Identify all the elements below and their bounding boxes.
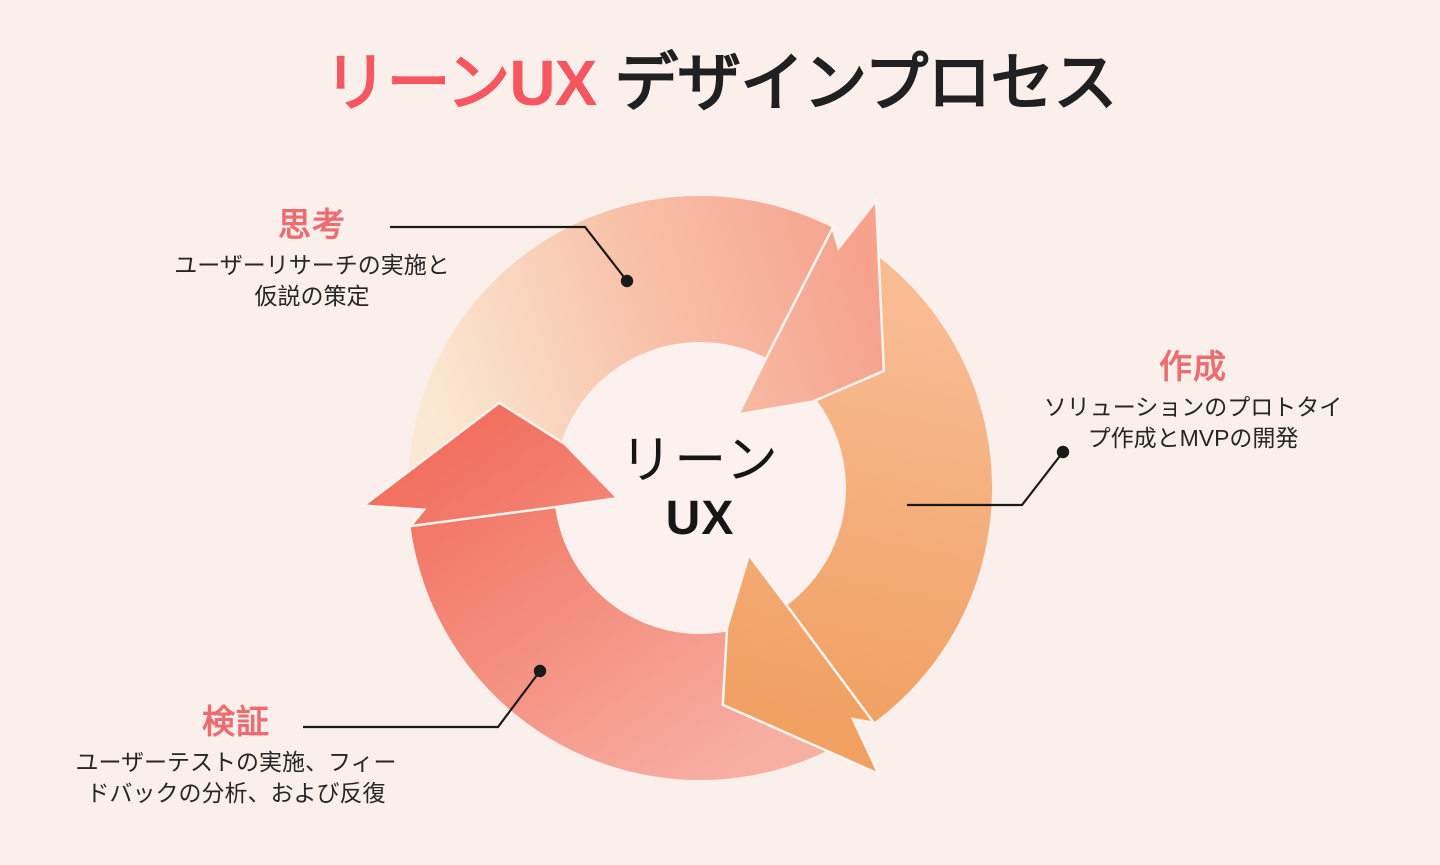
cycle-arrowhead-right-icon xyxy=(721,552,882,777)
cycle-center-circle xyxy=(554,342,846,634)
step-validation-desc-line2: ドバックの分析、および反復 xyxy=(86,780,386,806)
step-thinking-desc-line1: ユーザーリサーチの実施と xyxy=(174,252,450,278)
connector-validation-line xyxy=(303,670,541,729)
title-rest: デザインプロセス xyxy=(614,47,1117,119)
step-creation-desc-line2: プ作成とMVPの開発 xyxy=(1087,425,1299,451)
center-label-line1: リーン xyxy=(620,432,780,490)
step-thinking: 思考 ユーザーリサーチの実施と 仮説の策定 xyxy=(132,205,492,312)
step-validation: 検証 ユーザーテストの実施、フィー ドバックの分析、および反復 xyxy=(46,702,426,809)
step-creation: 作成 ソリューションのプロトタイ プ作成とMVPの開発 xyxy=(1023,347,1363,454)
title-accent: リーンUX xyxy=(323,47,598,119)
cycle-center-label: リーン UX xyxy=(550,430,850,546)
center-label-line2: UX xyxy=(665,492,735,545)
step-validation-title: 検証 xyxy=(202,703,270,740)
connector-thinking xyxy=(390,225,634,288)
step-validation-desc-line1: ユーザーテストの実施、フィー xyxy=(75,749,397,775)
connector-thinking-line xyxy=(390,225,628,282)
connector-thinking-dot xyxy=(620,274,634,288)
connector-validation xyxy=(303,664,547,729)
step-creation-title: 作成 xyxy=(1159,348,1227,385)
cycle-arrowhead-top-icon xyxy=(736,197,886,417)
cycle-segment-left-band xyxy=(410,507,838,780)
connector-creation-line xyxy=(907,451,1064,507)
connector-creation xyxy=(907,445,1070,507)
cycle-arrowhead-left-icon xyxy=(360,401,621,528)
step-creation-desc-line1: ソリューションのプロトタイ xyxy=(1043,394,1343,420)
connector-creation-dot xyxy=(1056,445,1070,459)
connector-validation-dot xyxy=(533,664,547,678)
step-thinking-desc-line2: 仮説の策定 xyxy=(254,283,370,309)
step-thinking-title: 思考 xyxy=(278,206,346,243)
